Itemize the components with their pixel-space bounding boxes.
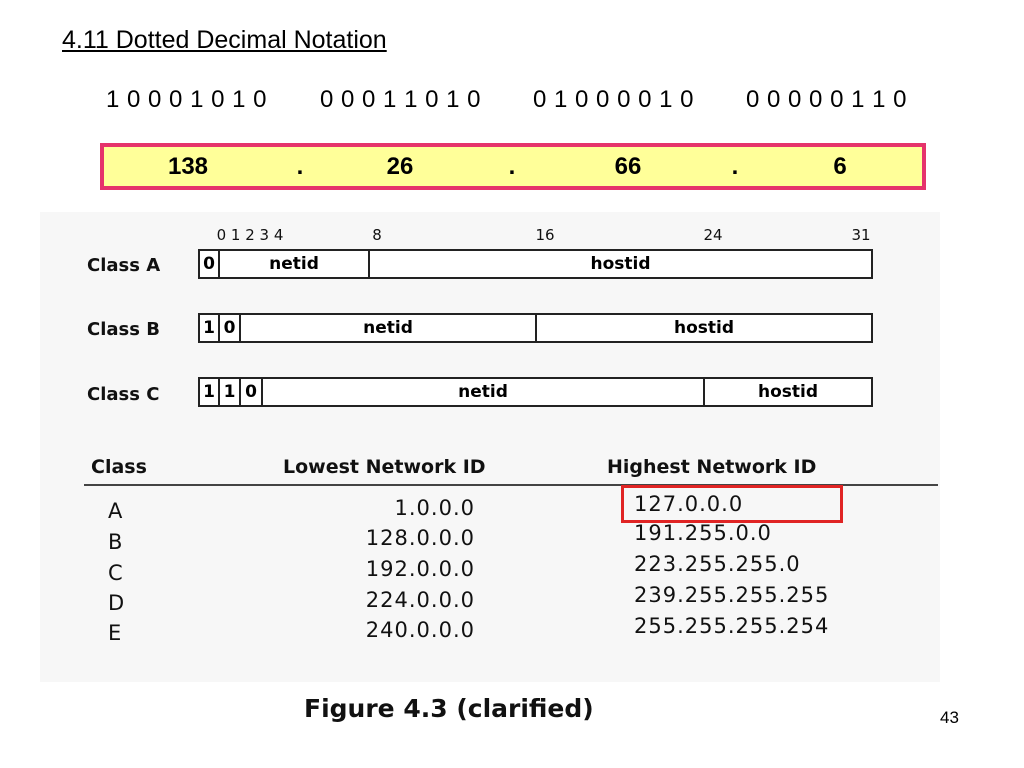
class-c-bit-2: 0 xyxy=(241,379,263,405)
bit-position-label: 0 1 2 3 4 xyxy=(216,226,284,244)
table-cell-lowest: 240.0.0.0 xyxy=(365,618,475,642)
table-cell-lowest: 224.0.0.0 xyxy=(365,588,475,612)
dot-separator-2: . xyxy=(508,153,516,180)
slide-title: 4.11 Dotted Decimal Notation xyxy=(62,26,387,54)
table-cell-lowest: 192.0.0.0 xyxy=(365,557,475,581)
table-cell-lowest: 1.0.0.0 xyxy=(394,496,475,520)
bit-position-label: 24 xyxy=(703,226,723,244)
class-a-bit-0: 0 xyxy=(200,251,220,277)
highlight-box-class-a-highest xyxy=(621,485,843,523)
class-b-label: Class B xyxy=(87,319,160,340)
class-b-bit-0: 1 xyxy=(200,315,220,341)
table-cell-class: E xyxy=(108,621,123,645)
decimal-octet-4: 6 xyxy=(833,153,847,180)
decimal-octet-2: 26 xyxy=(386,153,414,180)
table-cell-class: C xyxy=(108,561,124,585)
table-header-class: Class xyxy=(91,456,147,478)
table-cell-class: B xyxy=(108,530,124,554)
table-cell-lowest: 128.0.0.0 xyxy=(365,526,475,550)
binary-octet-3: 0 1 0 0 0 0 1 0 xyxy=(533,86,694,113)
table-cell-highest: 191.255.0.0 xyxy=(634,521,772,545)
binary-octet-1: 1 0 0 0 1 0 1 0 xyxy=(106,86,267,113)
class-c-label: Class C xyxy=(87,384,160,405)
table-cell-highest: 223.255.255.0 xyxy=(634,552,801,576)
class-c-bit-1: 1 xyxy=(220,379,241,405)
class-c-bar: 1 1 0 netid hostid xyxy=(198,377,873,407)
class-c-hostid: hostid xyxy=(757,382,819,402)
class-b-bit-1: 0 xyxy=(220,315,241,341)
dot-separator-3: . xyxy=(731,153,739,180)
class-c-bit-0: 1 xyxy=(200,379,220,405)
binary-octet-4: 0 0 0 0 0 1 1 0 xyxy=(746,86,907,113)
bit-position-label: 31 xyxy=(851,226,871,244)
binary-octet-2: 0 0 0 1 1 0 1 0 xyxy=(320,86,481,113)
class-c-netid: netid xyxy=(263,379,705,405)
table-cell-class: D xyxy=(108,591,126,615)
table-cell-highest: 239.255.255.255 xyxy=(634,583,830,607)
table-header-highest: Highest Network ID xyxy=(607,456,817,478)
class-a-label: Class A xyxy=(87,255,161,276)
bit-position-label: 8 xyxy=(372,226,382,244)
class-b-hostid: hostid xyxy=(673,318,735,338)
dot-separator-1: . xyxy=(296,153,304,180)
table-header-rule xyxy=(84,484,938,486)
binary-address-row: 1 0 0 0 1 0 1 0 0 0 0 1 1 0 1 0 0 1 0 0 … xyxy=(0,86,1024,116)
table-header-lowest: Lowest Network ID xyxy=(283,456,486,478)
class-a-hostid: hostid xyxy=(590,254,651,274)
class-b-bar: 1 0 netid hostid xyxy=(198,313,873,343)
figure-caption: Figure 4.3 (clarified) xyxy=(304,694,594,723)
dotted-decimal-box: 138 . 26 . 66 . 6 xyxy=(100,143,926,190)
table-cell-highest: 255.255.255.254 xyxy=(634,614,830,638)
decimal-octet-3: 66 xyxy=(614,153,642,180)
table-cell-highest: 127.0.0.0 xyxy=(634,492,744,516)
page-number: 43 xyxy=(940,708,959,727)
address-class-figure: 0 1 2 3 4 8 16 24 31 Class A 0 netid hos… xyxy=(40,212,940,682)
class-a-netid: netid xyxy=(220,251,370,277)
table-cell-class: A xyxy=(108,499,124,523)
class-a-bar: 0 netid hostid xyxy=(198,249,873,279)
class-b-netid: netid xyxy=(241,315,537,341)
decimal-octet-1: 138 xyxy=(167,153,209,180)
bit-position-label: 16 xyxy=(535,226,555,244)
